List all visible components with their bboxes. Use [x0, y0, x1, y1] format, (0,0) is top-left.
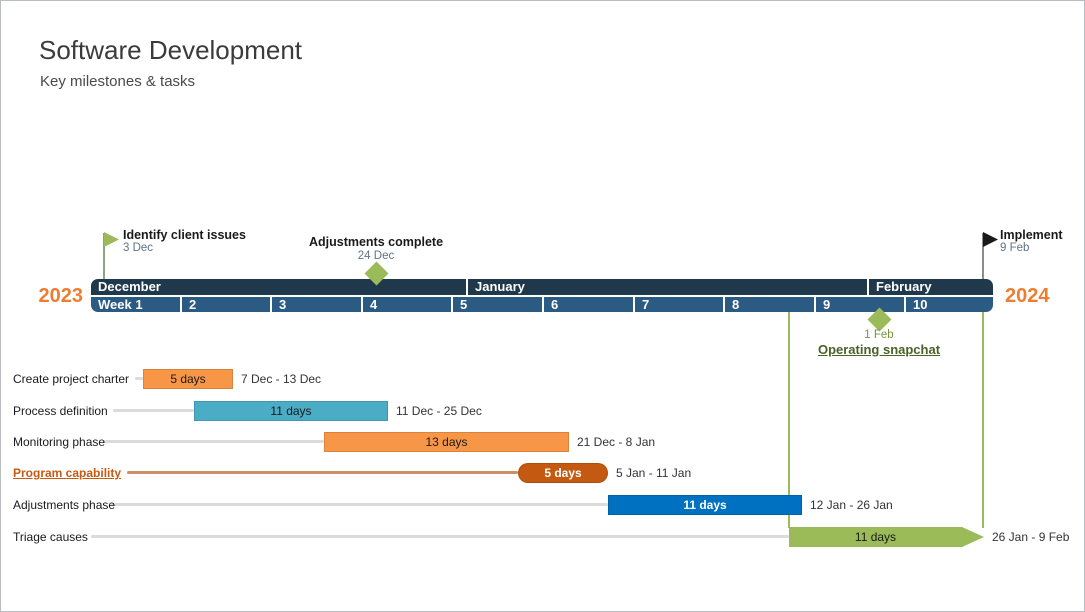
task-label: Program capability [13, 466, 122, 480]
milestone-label: Implement [1000, 228, 1063, 242]
task-duration-label: 5 days [544, 466, 582, 480]
task-duration-label: 11 days [854, 530, 897, 544]
timeline-week-cell: 10 [906, 297, 993, 312]
task-date-range: 21 Dec - 8 Jan [577, 435, 656, 449]
task-connector [113, 409, 194, 412]
timeline-month: December [91, 279, 466, 295]
task-bar: 5 days [143, 369, 233, 389]
timeline-week-cell: 8 [725, 297, 814, 312]
task-bar: 11 days [789, 527, 984, 547]
milestone-date: 9 Feb [1000, 242, 1030, 254]
task-date-range: 11 Dec - 25 Dec [396, 404, 482, 418]
timeline-week-cell: 4 [363, 297, 451, 312]
milestone-label: Adjustments complete [308, 235, 444, 249]
milestone-date: 3 Dec [123, 242, 154, 254]
page-title: Software Development [39, 35, 303, 65]
milestone-flag-icon [104, 232, 119, 247]
task-duration-label: 11 days [270, 404, 312, 418]
task-bar: 11 days [608, 495, 802, 515]
task-duration-label: 11 days [683, 498, 727, 512]
timeline-week-cell: 3 [272, 297, 361, 312]
task-bar: 11 days [194, 401, 388, 421]
task-bar: 13 days [324, 432, 569, 452]
guide-line [982, 312, 984, 528]
task-label: Monitoring phase [13, 435, 106, 449]
task-label: Adjustments phase [13, 498, 116, 512]
task-duration-label: 13 days [425, 435, 468, 449]
guide-line [788, 312, 790, 528]
task-date-range: 7 Dec - 13 Dec [241, 372, 322, 386]
timeline-week-cell: Week 1 [91, 297, 180, 312]
milestone-date: 1 Feb [864, 329, 894, 341]
task-date-range: 12 Jan - 26 Jan [810, 498, 893, 512]
year-label-2023: 2023 [38, 285, 84, 307]
task-connector [103, 440, 324, 443]
milestone-label: Identify client issues [123, 228, 246, 242]
task-date-range: 26 Jan - 9 Feb [992, 530, 1070, 544]
timeline-month: February [869, 279, 993, 295]
timeline-week-cell: 2 [182, 297, 270, 312]
task-label: Triage causes [13, 530, 88, 544]
timeline-month: January [468, 279, 867, 295]
task-label: Process definition [13, 404, 108, 418]
task-connector [91, 535, 789, 538]
milestone-label: Operating snapchat [817, 342, 941, 357]
task-connector [127, 471, 518, 474]
year-label-2024: 2024 [1005, 285, 1050, 307]
task-duration-label: 5 days [170, 372, 206, 386]
milestone-flag-icon [983, 232, 998, 247]
timeline-week-cell: 9 [816, 297, 904, 312]
timeline-week-cell: 5 [453, 297, 542, 312]
task-label: Create project charter [13, 372, 130, 386]
milestone-flag-pole [103, 233, 105, 279]
task-date-range: 5 Jan - 11 Jan [616, 466, 692, 480]
task-connector [135, 377, 143, 380]
milestone-flag-pole [982, 233, 984, 279]
milestone-date: 24 Dec [357, 250, 395, 262]
timeline-week-cell: 7 [635, 297, 723, 312]
task-connector [111, 503, 608, 506]
task-bar: 5 days [518, 463, 608, 483]
timeline-week-cell: 6 [544, 297, 633, 312]
page-subtitle: Key milestones & tasks [40, 73, 196, 90]
